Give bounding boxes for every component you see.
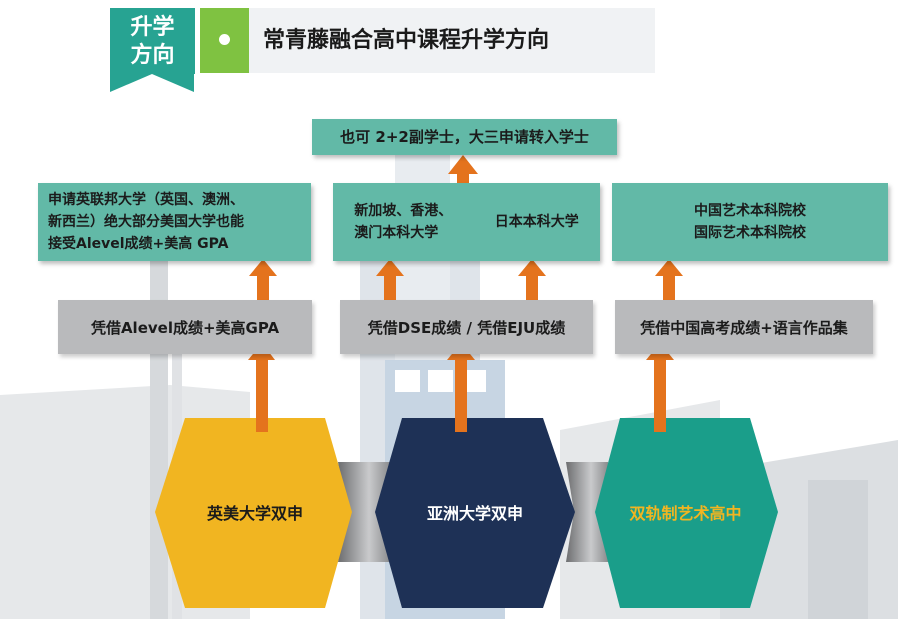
arrow-middle-top (448, 155, 478, 174)
section-tag-line2: 方向 (130, 43, 175, 68)
arrow-left-upper-shaft (257, 274, 269, 302)
arrow-middle-lower-shaft (455, 358, 467, 432)
arrow-right-upper (655, 259, 683, 276)
outcome-left-line2: 新西兰）绝大部分美国大学也能 (48, 214, 244, 230)
outcome-middle-a-line1: 新加坡、香港、 (354, 203, 453, 219)
outcome-box-middle: 新加坡、香港、 澳门本科大学 日本本科大学 (333, 183, 600, 261)
track-label-left: 英美大学双申 (206, 504, 303, 523)
outcome-right-line1: 中国艺术本科院校 (694, 203, 806, 219)
outcome-left-line1: 申请英联邦大学（英国、澳洲、 (48, 192, 244, 208)
arrow-middle-upper-a-shaft (384, 274, 396, 302)
arrow-left-lower-shaft (256, 358, 268, 432)
outcome-left-line3: 接受Alevel成绩+美高 GPA (48, 236, 229, 252)
section-tag: 升学 方向 (110, 8, 195, 74)
arrow-middle-upper-b (518, 259, 546, 276)
track-label-middle: 亚洲大学双申 (426, 504, 523, 523)
top-note-box: 也可 2+2副学士，大三申请转入学士 (312, 119, 617, 155)
arrow-right-upper-shaft (663, 274, 675, 302)
condition-bar-left: 凭借Alevel成绩+美高GPA (58, 300, 312, 354)
track-hexagon-middle (375, 418, 575, 608)
section-tag-chevron (110, 74, 194, 92)
arrow-left-upper (249, 259, 277, 276)
section-tag-line1: 升学 (130, 15, 175, 40)
arrow-middle-upper-a (376, 259, 404, 276)
track-hexagon-right (595, 418, 778, 608)
arrow-right-lower-shaft (654, 358, 666, 432)
track-label-right: 双轨制艺术高中 (629, 504, 742, 523)
arrow-middle-upper-b-shaft (526, 274, 538, 302)
outcome-middle-a-line2: 澳门本科大学 (354, 225, 439, 241)
track-hexagon-left (155, 418, 352, 608)
outcome-box-left: 申请英联邦大学（英国、澳洲、 新西兰）绝大部分美国大学也能 接受Alevel成绩… (38, 183, 311, 261)
top-note-text: 也可 2+2副学士，大三申请转入学士 (340, 128, 589, 146)
bullet-dot-icon (219, 34, 230, 45)
condition-bar-middle: 凭借DSE成绩 / 凭借EJU成绩 (340, 300, 593, 354)
outcome-middle-a: 新加坡、香港、 澳门本科大学 (354, 200, 452, 244)
outcome-box-right: 中国艺术本科院校 国际艺术本科院校 (612, 183, 888, 261)
condition-bar-right: 凭借中国高考成绩+语言作品集 (615, 300, 873, 354)
outcome-right-line2: 国际艺术本科院校 (694, 225, 806, 241)
outcome-middle-b: 日本本科大学 (494, 214, 579, 230)
page-title: 常青藤融合高中课程升学方向 (249, 8, 655, 73)
